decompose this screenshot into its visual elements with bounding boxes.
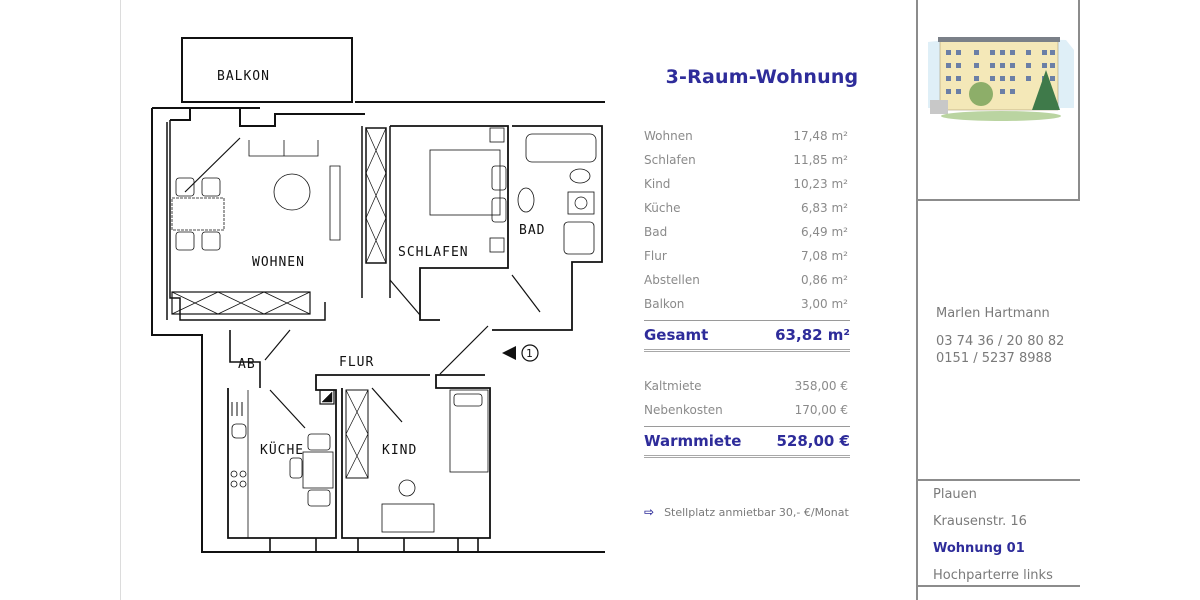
room-name: Abstellen (644, 273, 700, 287)
area-total-row: Gesamt 63,82 m² (644, 320, 850, 352)
parking-note: ⇨ Stellplatz anmietbar 30,- €/Monat (644, 505, 904, 519)
area-row: Küche 6,83 m² (644, 196, 850, 220)
area-row: Balkon 3,00 m² (644, 292, 850, 316)
address-street: Krausenstr. 16 (933, 514, 1027, 529)
room-name: Flur (644, 249, 667, 263)
area-table: Wohnen 17,48 m² Schlafen 11,85 m² Kind 10,2… (644, 124, 850, 352)
contact-phone-mobile[interactable]: 0151 / 5237 8988 (936, 351, 1053, 366)
contact-name: Marlen Hartmann (936, 306, 1050, 321)
area-row: Abstellen 0,86 m² (644, 268, 850, 292)
label-wohnen: WOHNEN (252, 255, 305, 270)
contact-phone-landline[interactable]: 03 74 36 / 20 80 82 (936, 334, 1065, 349)
label-ab: AB (238, 357, 256, 372)
area-row: Flur 7,08 m² (644, 244, 850, 268)
room-area: 7,08 m² (800, 249, 848, 263)
rent-value: 170,00 € (794, 403, 848, 417)
label-schlafen: SCHLAFEN (398, 245, 469, 260)
room-name: Balkon (644, 297, 685, 311)
rent-row: Kaltmiete 358,00 € (644, 374, 850, 398)
room-area: 6,83 m² (800, 201, 848, 215)
rent-value: 358,00 € (794, 379, 848, 393)
rent-total-row: Warmmiete 528,00 € (644, 426, 850, 458)
address-floor: Hochparterre links (933, 568, 1053, 583)
area-total-value: 63,82 m² (775, 326, 850, 344)
rent-row: Nebenkosten 170,00 € (644, 398, 850, 422)
parking-note-text: Stellplatz anmietbar 30,- €/Monat (664, 506, 849, 519)
room-area: 11,85 m² (793, 153, 848, 167)
address-unit: Wohnung 01 (933, 541, 1025, 556)
room-name: Bad (644, 225, 668, 239)
entrance-arrow-icon (502, 346, 516, 360)
building-photo-box (918, 0, 1080, 201)
rent-total-label: Warmmiete (644, 432, 742, 450)
label-kind: KIND (382, 443, 417, 458)
rent-label: Kaltmiete (644, 379, 702, 393)
label-bad: BAD (519, 223, 545, 238)
room-name: Schlafen (644, 153, 696, 167)
floor-plan: BALKON WOHNEN SCHLAFEN BAD AB FLUR KÜCHE… (140, 30, 615, 560)
sidebar: Marlen Hartmann 03 74 36 / 20 80 82 0151… (916, 0, 1081, 600)
rent-total-value: 528,00 € (776, 432, 850, 450)
area-row: Schlafen 11,85 m² (644, 148, 850, 172)
building-photo (926, 30, 1076, 130)
page-title: 3-Raum-Wohnung (665, 66, 859, 88)
address-block: Plauen Krausenstr. 16 Wohnung 01 Hochpar… (918, 479, 1080, 587)
room-area: 3,00 m² (800, 297, 848, 311)
room-area: 0,86 m² (800, 273, 848, 287)
rent-label: Nebenkosten (644, 403, 723, 417)
area-row: Wohnen 17,48 m² (644, 124, 850, 148)
room-area: 6,49 m² (800, 225, 848, 239)
room-name: Küche (644, 201, 681, 215)
room-area: 10,23 m² (793, 177, 848, 191)
label-kueche: KÜCHE (260, 441, 304, 458)
room-area: 17,48 m² (793, 129, 848, 143)
area-total-label: Gesamt (644, 326, 709, 344)
outer-wall-top (152, 101, 605, 109)
outer-wall-left-bottom (151, 108, 605, 553)
area-row: Kind 10,23 m² (644, 172, 850, 196)
balcony-outline (181, 37, 353, 103)
entrance-marker-number: 1 (526, 347, 533, 360)
area-row: Bad 6,49 m² (644, 220, 850, 244)
arrow-right-icon: ⇨ (644, 505, 655, 519)
label-balkon: BALKON (217, 69, 270, 84)
label-flur: FLUR (339, 355, 374, 370)
address-city: Plauen (933, 487, 977, 502)
room-name: Kind (644, 177, 671, 191)
room-name: Wohnen (644, 129, 693, 143)
page-left-rule (120, 0, 121, 600)
contact-info: Marlen Hartmann 03 74 36 / 20 80 82 0151… (936, 305, 1064, 367)
rent-table: Kaltmiete 358,00 € Nebenkosten 170,00 € Wa… (644, 374, 850, 458)
